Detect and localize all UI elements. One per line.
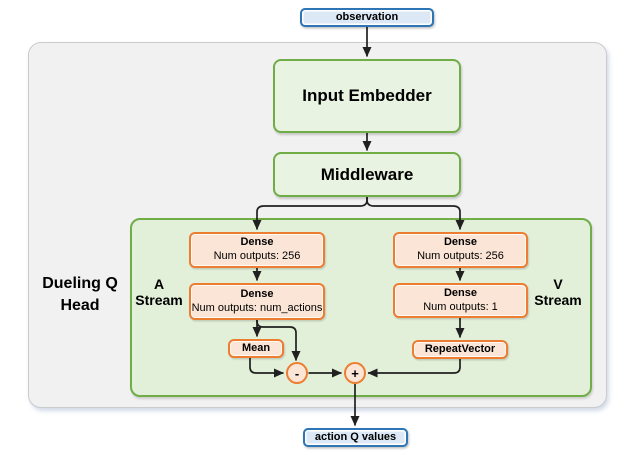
repeat-vector-label: RepeatVector — [424, 342, 496, 355]
a-stream-label-line2: Stream — [135, 292, 183, 309]
v-stream-label-line1: V — [553, 276, 563, 292]
v-stream-label: V Stream — [527, 276, 589, 308]
dense-a2-subtitle: Num outputs: num_actions — [191, 301, 323, 314]
mean-label: Mean — [241, 341, 271, 354]
dense-v1-subtitle: Num outputs: 256 — [417, 250, 504, 262]
action-q-values-node: action Q values — [303, 428, 408, 447]
a-stream-label-line1: A — [153, 276, 165, 292]
dense-v2-subtitle: Num outputs: 1 — [423, 300, 498, 313]
dense-a1-node: Dense Num outputs: 256 — [189, 232, 325, 268]
repeat-vector-node: RepeatVector — [412, 340, 508, 359]
a-stream-label: A Stream — [128, 276, 190, 308]
observation-label: observation — [335, 10, 399, 23]
minus-operator-label: - — [294, 365, 300, 381]
minus-operator-node: - — [286, 362, 308, 384]
mean-node: Mean — [228, 339, 284, 358]
dueling-q-head-label: Dueling Q Head — [30, 273, 130, 316]
dense-v2-node: Dense Num outputs: 1 — [393, 283, 528, 318]
plus-operator-label: + — [351, 365, 359, 381]
action-q-values-label: action Q values — [314, 430, 397, 443]
input-embedder-label: Input Embedder — [302, 86, 432, 106]
plus-operator-node: + — [344, 362, 366, 384]
observation-node: observation — [300, 8, 434, 27]
middleware-label: Middleware — [320, 164, 414, 184]
dense-v1-title: Dense — [443, 236, 478, 249]
dense-a1-subtitle: Num outputs: 256 — [213, 250, 301, 262]
dense-a2-node: Dense Num outputs: num_actions — [189, 283, 325, 320]
dense-a2-title: Dense — [240, 287, 274, 300]
middleware-node: Middleware — [273, 152, 461, 197]
dueling-q-head-label-line1: Dueling Q — [42, 275, 118, 292]
dense-a1-title: Dense — [240, 236, 274, 249]
dueling-q-head-label-line2: Head — [60, 296, 100, 314]
input-embedder-node: Input Embedder — [273, 59, 461, 133]
dense-v2-title: Dense — [443, 286, 478, 299]
v-stream-label-line2: Stream — [534, 292, 582, 309]
dense-v1-node: Dense Num outputs: 256 — [393, 232, 528, 268]
